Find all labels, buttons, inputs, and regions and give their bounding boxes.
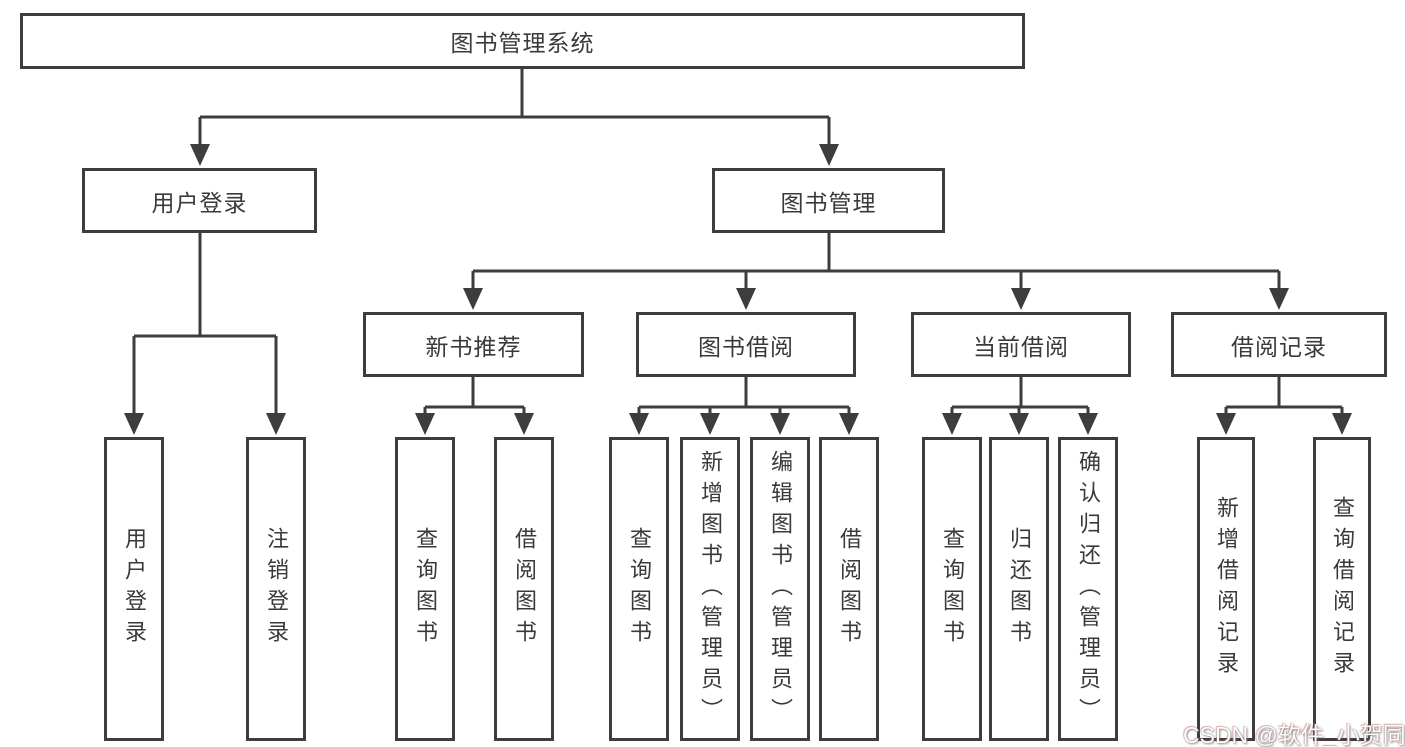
node-label: 新增借阅记录 — [1214, 496, 1239, 682]
node-label: 查询图书 — [940, 527, 965, 651]
leaf-query-borrow-record: 查询借阅记录 — [1313, 437, 1371, 741]
leaf-logout: 注销登录 — [246, 437, 306, 741]
node-book-borrowing: 图书借阅 — [636, 312, 856, 377]
leaf-user-login: 用户登录 — [104, 437, 164, 741]
node-label: 编辑图书（管理员） — [768, 449, 793, 729]
node-label: 图书借阅 — [698, 333, 794, 360]
node-label: 查询图书 — [413, 527, 438, 651]
node-label: 归还图书 — [1007, 527, 1032, 651]
node-label: 用户登录 — [151, 189, 248, 216]
node-label: 借阅图书 — [512, 527, 537, 651]
leaf-query-books-current: 查询图书 — [922, 437, 982, 741]
node-label: 查询借阅记录 — [1330, 496, 1355, 682]
node-label: 查询图书 — [627, 527, 652, 651]
node-label: 确认归还（管理员） — [1076, 449, 1101, 729]
leaf-borrow-books-recommend: 借阅图书 — [494, 437, 554, 741]
leaf-confirm-return-admin: 确认归还（管理员） — [1058, 437, 1118, 741]
csdn-watermark: CSDN @软件_小贺同学 — [1183, 722, 1405, 747]
leaf-add-borrow-record: 新增借阅记录 — [1197, 437, 1255, 741]
node-label: 图书管理 — [780, 189, 877, 216]
node-label: 借阅图书 — [837, 527, 862, 651]
leaf-return-book: 归还图书 — [989, 437, 1049, 741]
node-new-book-recommend: 新书推荐 — [363, 312, 584, 377]
leaf-query-books-borrowing: 查询图书 — [609, 437, 669, 741]
node-label: 借阅记录 — [1231, 333, 1327, 360]
node-library-management-system: 图书管理系统 — [20, 13, 1025, 69]
node-label: 图书管理系统 — [450, 30, 595, 56]
leaf-query-books-recommend: 查询图书 — [395, 437, 455, 741]
node-label: 新书推荐 — [425, 333, 522, 360]
node-label: 新增图书（管理员） — [698, 449, 723, 729]
node-borrowing-records: 借阅记录 — [1171, 312, 1387, 377]
node-current-borrowing: 当前借阅 — [911, 312, 1131, 377]
node-label: 注销登录 — [264, 527, 289, 651]
leaf-edit-book-admin: 编辑图书（管理员） — [750, 437, 810, 741]
leaf-borrow-books-borrowing: 借阅图书 — [819, 437, 879, 741]
node-label: 当前借阅 — [973, 333, 1069, 360]
node-user-login: 用户登录 — [82, 168, 317, 233]
leaf-add-book-admin: 新增图书（管理员） — [680, 437, 740, 741]
node-book-management: 图书管理 — [712, 168, 945, 233]
node-label: 用户登录 — [122, 527, 147, 651]
